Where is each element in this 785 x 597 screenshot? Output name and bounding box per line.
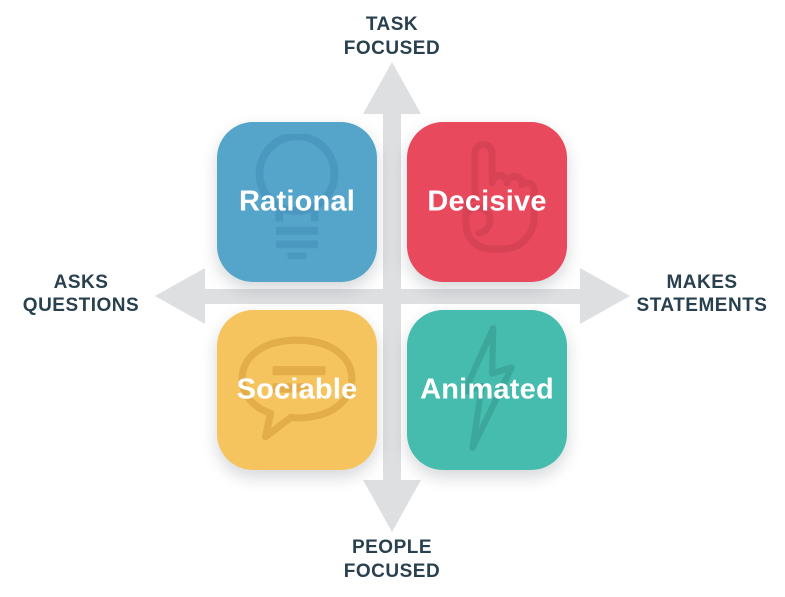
lightbulb-icon [255,134,339,259]
quadrant-label-sociable: Sociable [236,373,358,406]
arrow-right-icon [580,268,630,324]
quadrant-card-rational: Rational [217,122,377,282]
axis-label-line: QUESTIONS [22,295,140,316]
axis-label-asks-questions: ASKS QUESTIONS [0,271,162,317]
axis-label-line: ASKS [53,272,109,293]
axis-label-line: MAKES [666,272,738,293]
axis-label-people-focused: PEOPLE FOCUSED [292,536,492,584]
speech-bubble-icon [238,336,356,441]
hand-point-up-icon [462,141,538,253]
axis-label-line: FOCUSED [343,38,441,59]
horizontal-axis-line [198,289,587,304]
axis-label-makes-statements: MAKES STATEMENTS [622,271,782,317]
arrow-down-icon [363,480,421,532]
axis-label-task-focused: TASK FOCUSED [292,13,492,61]
quadrant-card-decisive: Decisive [407,122,567,282]
quadrant-label-decisive: Decisive [427,185,547,218]
quadrant-label-rational: Rational [239,185,355,218]
quadrant-label-animated: Animated [420,373,554,406]
axis-label-line: PEOPLE [351,537,433,558]
lightning-bolt-icon [461,325,515,451]
arrow-left-icon [155,268,205,324]
axis-label-line: STATEMENTS [636,295,768,316]
axis-label-line: TASK [365,14,419,35]
quadrant-card-sociable: Sociable [217,310,377,470]
axis-label-line: FOCUSED [343,561,441,582]
arrow-up-icon [363,62,421,114]
quadrant-card-animated: Animated [407,310,567,470]
